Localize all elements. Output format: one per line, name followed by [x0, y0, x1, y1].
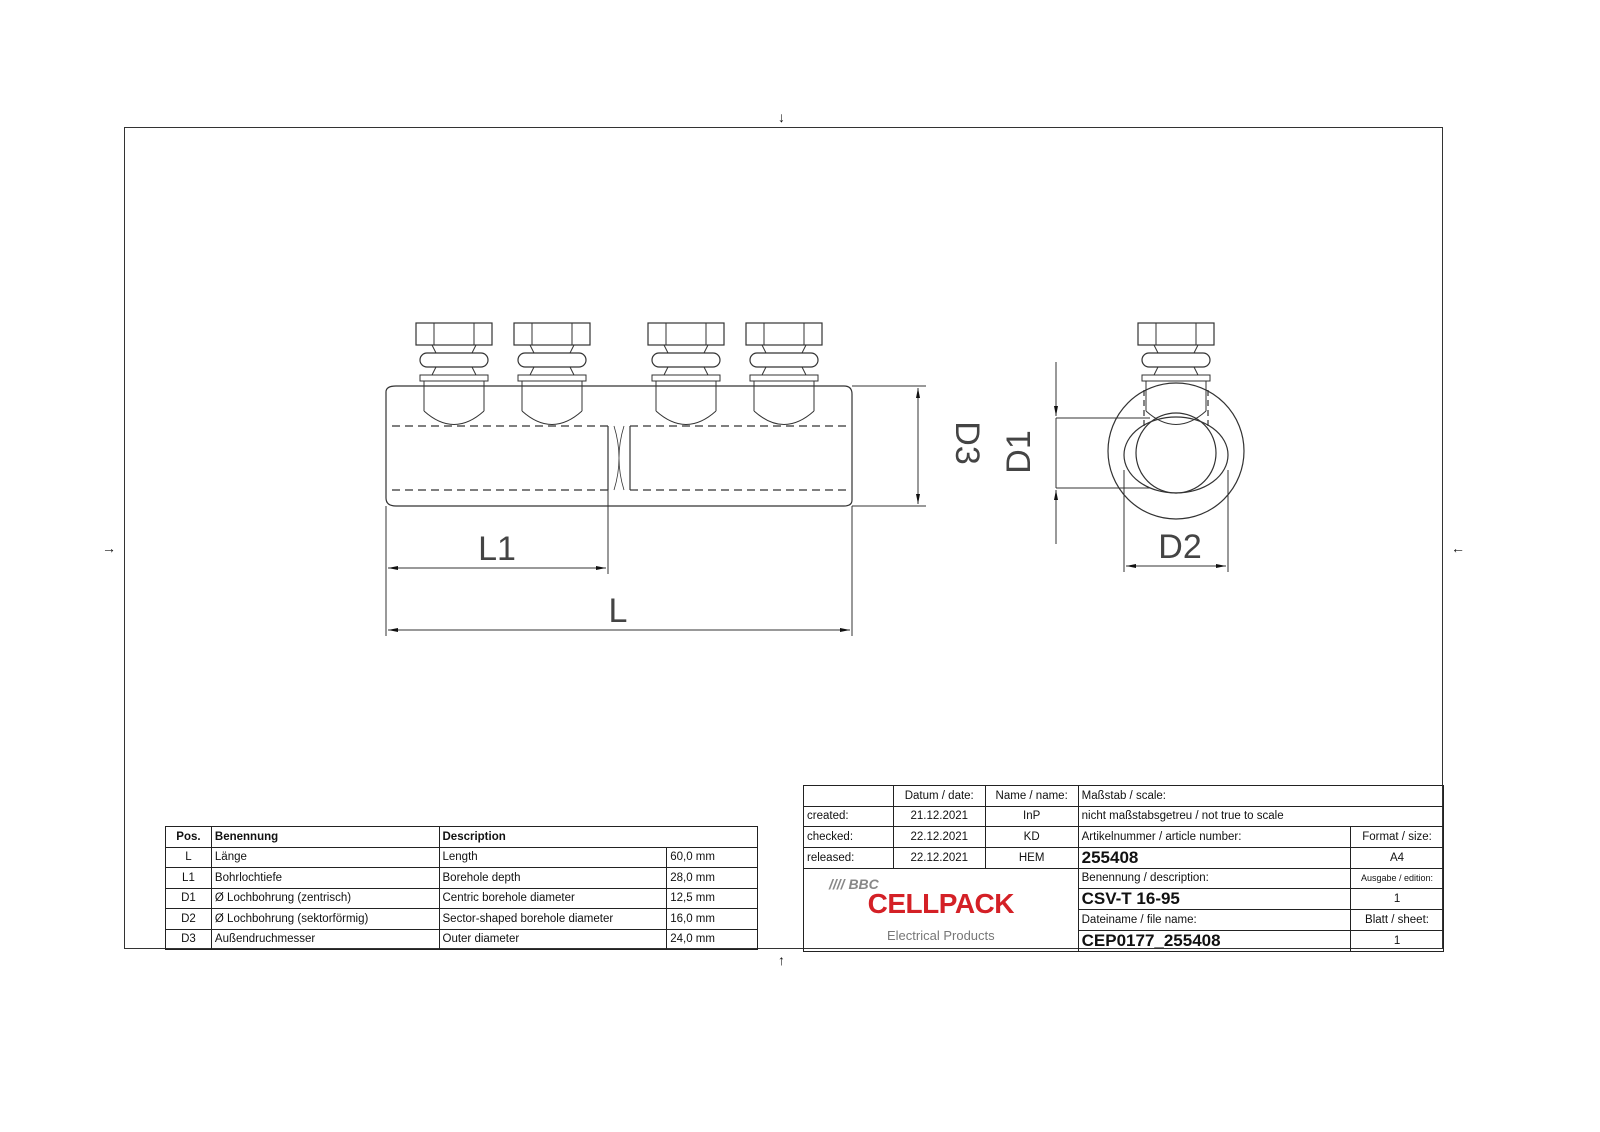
format-value: A4 — [1350, 846, 1444, 869]
row-description: Outer diameter — [438, 928, 668, 950]
checked-date: 22.12.2021 — [892, 826, 986, 848]
left-center-marker: → — [102, 540, 116, 556]
logo-tagline: Electrical Products — [886, 928, 995, 943]
row-pos: L — [165, 846, 212, 868]
edition-label: Ausgabe / edition: — [1350, 867, 1444, 889]
row-benennung: Ø Lochbohrung (sektorförmig) — [210, 908, 440, 930]
table-row: L1 Bohrlochtiefe Borehole depth 28,0 mm — [165, 867, 758, 889]
right-center-marker: ← — [1451, 540, 1465, 556]
name-header: Name / name: — [984, 785, 1079, 807]
sheet-value: 1 — [1350, 929, 1444, 952]
scale-label: Maßstab / scale: — [1077, 785, 1445, 807]
row-description: Borehole depth — [438, 867, 668, 889]
row-description: Sector-shaped borehole diameter — [438, 908, 668, 930]
filename-value: CEP0177_255408 — [1077, 929, 1352, 952]
sheet-label: Blatt / sheet: — [1350, 909, 1444, 931]
scale-value: nicht maßstabsgetreu / not true to scale — [1077, 805, 1445, 827]
header-description: Description — [438, 826, 758, 848]
row-benennung: Länge — [210, 846, 440, 868]
logo-bbc: //// BBC — [829, 876, 879, 892]
row-value: 28,0 mm — [666, 867, 758, 889]
dim-label-D1: D1 — [1000, 430, 1038, 473]
row-benennung: Bohrlochtiefe — [210, 867, 440, 889]
dim-label-D2: D2 — [1158, 528, 1201, 566]
row-value: 12,5 mm — [666, 887, 758, 909]
row-description: Centric borehole diameter — [438, 887, 668, 909]
row-value: 60,0 mm — [666, 846, 758, 868]
parts-table-header: Pos. Benennung Description — [165, 826, 758, 848]
dim-label-L: L — [609, 592, 628, 630]
row-pos: L1 — [165, 867, 212, 889]
title-block: Datum / date: Name / name: Maßstab / sca… — [803, 785, 1445, 952]
description-value: CSV-T 16-95 — [1077, 888, 1352, 910]
article-number: 255408 — [1077, 846, 1352, 869]
created-date: 21.12.2021 — [892, 805, 986, 827]
top-center-marker: ↓ — [778, 109, 785, 125]
released-date: 22.12.2021 — [892, 846, 986, 869]
table-row: L Länge Length 60,0 mm — [165, 846, 758, 868]
article-label: Artikelnummer / article number: — [1077, 826, 1352, 848]
released-label: released: — [803, 846, 894, 869]
filename-label: Dateiname / file name: — [1077, 909, 1352, 931]
dim-label-L1: L1 — [478, 530, 516, 568]
description-label: Benennung / description: — [1077, 867, 1352, 889]
checked-name: KD — [984, 826, 1079, 848]
checked-label: checked: — [803, 826, 894, 848]
table-row: D1 Ø Lochbohrung (zentrisch) Centric bor… — [165, 887, 758, 909]
released-name: HEM — [984, 846, 1079, 869]
header-pos: Pos. — [165, 826, 212, 848]
row-value: 24,0 mm — [666, 928, 758, 950]
row-pos: D1 — [165, 887, 212, 909]
row-value: 16,0 mm — [666, 908, 758, 930]
company-logo: //// BBC CELLPACK Electrical Products — [803, 867, 1079, 952]
date-header: Datum / date: — [892, 785, 986, 807]
title-block-empty — [803, 785, 894, 807]
header-benennung: Benennung — [210, 826, 440, 848]
parts-table: Pos. Benennung Description L Länge Lengt… — [165, 826, 758, 950]
bottom-center-marker: ↑ — [778, 952, 785, 968]
created-label: created: — [803, 805, 894, 827]
drawing-frame — [124, 127, 1443, 949]
side-view — [385, 385, 853, 507]
end-view — [1107, 382, 1245, 520]
format-label: Format / size: — [1350, 826, 1444, 848]
row-benennung: Ø Lochbohrung (zentrisch) — [210, 887, 440, 909]
row-description: Length — [438, 846, 668, 868]
dim-label-D3: D3 — [948, 421, 986, 464]
edition-value: 1 — [1350, 888, 1444, 910]
row-pos: D3 — [165, 928, 212, 950]
row-benennung: Außendruchmesser — [210, 928, 440, 950]
table-row: D2 Ø Lochbohrung (sektorförmig) Sector-s… — [165, 908, 758, 930]
table-row: D3 Außendruchmesser Outer diameter 24,0 … — [165, 928, 758, 950]
created-name: InP — [984, 805, 1079, 827]
logo-cellpack: CELLPACK — [867, 888, 1015, 919]
row-pos: D2 — [165, 908, 212, 930]
